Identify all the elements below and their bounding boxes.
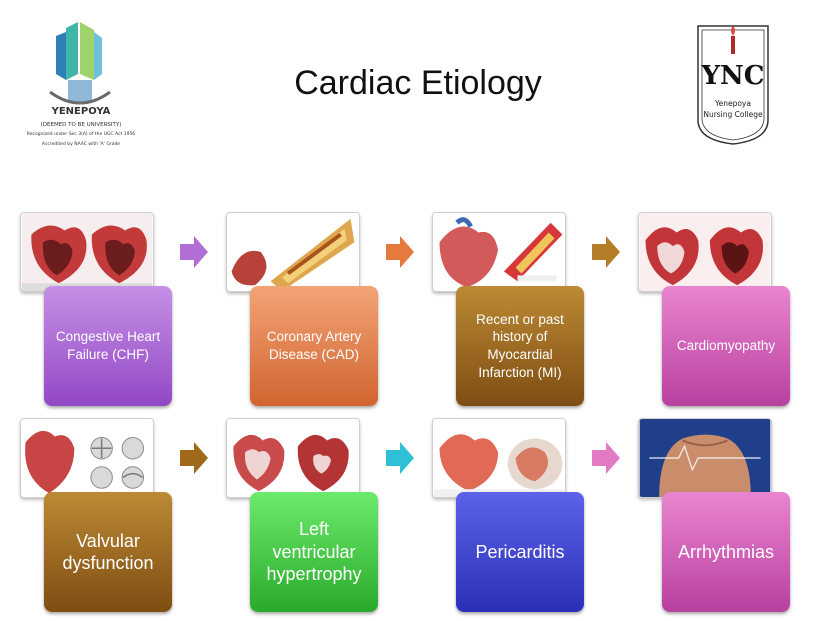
svg-text:Recognized under Sec 3(A) of t: Recognized under Sec 3(A) of the UGC Act… — [27, 131, 136, 137]
cause-label: Arrhythmias — [677, 541, 775, 562]
slide-title: Cardiac Etiology — [294, 64, 542, 102]
heart-valve-icon — [21, 419, 153, 497]
cause-label: Congestive Heart Failure (CHF) — [55, 329, 161, 362]
infarction-heart-icon — [433, 213, 565, 291]
arrow-right-icon — [386, 236, 414, 268]
cause-cardiomyopathy-box: Cardiomyopathy — [662, 286, 790, 406]
cause-label: Valvular dysfunction — [62, 530, 154, 574]
cause-valvular-box: Valvular dysfunction — [44, 492, 172, 612]
cause-arrhythmias-box: Arrhythmias — [662, 492, 790, 612]
arrow-right-icon — [592, 442, 620, 474]
yenepoya-emblem-icon: YENEPOYA (DEEMED TO BE UNIVERSITY) Recog… — [27, 22, 136, 147]
valvular-image — [20, 418, 154, 498]
cause-label: Pericarditis — [475, 541, 565, 562]
arrow-right-icon — [180, 442, 208, 474]
cause-lvh-box: Left ventricular hypertrophy — [250, 492, 378, 612]
lvh-image — [226, 418, 360, 498]
nursing-college-seal-icon: YNC Yenepoya Nursing College — [697, 25, 769, 145]
arrow-right-icon — [180, 236, 208, 268]
artery-plaque-icon — [227, 213, 359, 291]
cause-pericarditis-box: Pericarditis — [456, 492, 584, 612]
cad-artery-image — [226, 212, 360, 292]
pericardium-heart-icon — [433, 419, 565, 497]
cause-cad-box: Coronary Artery Disease (CAD) — [250, 286, 378, 406]
cause-label: Cardiomyopathy — [676, 338, 776, 354]
svg-text:Accredited by NAAC with 'A' Gr: Accredited by NAAC with 'A' Grade — [42, 141, 120, 147]
chest-torso-icon — [639, 419, 771, 497]
arrow-right-icon — [386, 442, 414, 474]
enlarged-heart-icon — [639, 213, 771, 291]
cardiomyopathy-image — [638, 212, 772, 292]
yenepoya-university-logo: YENEPOYA (DEEMED TO BE UNIVERSITY) Recog… — [22, 22, 140, 154]
svg-text:Yenepoya: Yenepoya — [714, 99, 751, 108]
cause-label: Coronary Artery Disease (CAD) — [266, 329, 362, 362]
arrhythmias-image — [638, 418, 772, 498]
ync-monogram: YNC — [700, 61, 764, 91]
yenepoya-name: YENEPOYA — [51, 106, 111, 117]
hypertrophy-heart-icon — [227, 419, 359, 497]
yenepoya-nursing-college-logo: YNC Yenepoya Nursing College — [694, 22, 772, 148]
cause-mi-box: Recent or past history of Myocardial Inf… — [456, 286, 584, 406]
mi-heart-image — [432, 212, 566, 292]
cause-chf-box: Congestive Heart Failure (CHF) — [44, 286, 172, 406]
arrow-right-icon — [592, 236, 620, 268]
svg-text:Nursing College: Nursing College — [703, 110, 763, 119]
pericarditis-image — [432, 418, 566, 498]
cause-label: Left ventricular hypertrophy — [266, 519, 362, 585]
chf-heart-image — [20, 212, 154, 292]
svg-text:(DEEMED TO BE UNIVERSITY): (DEEMED TO BE UNIVERSITY) — [41, 122, 122, 128]
cause-label: Recent or past history of Myocardial Inf… — [476, 311, 564, 380]
heart-diagram-icon — [21, 213, 153, 291]
